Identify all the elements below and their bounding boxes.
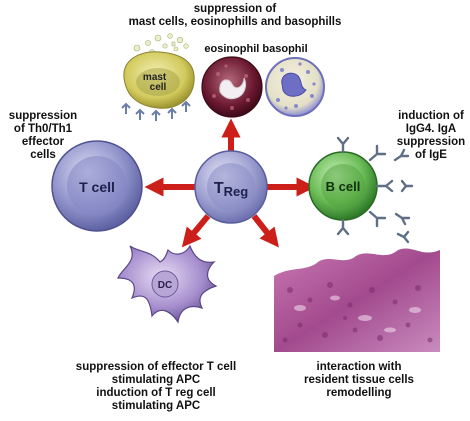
b-cell-label: B cell bbox=[326, 179, 361, 194]
treg-label: TReg bbox=[214, 180, 248, 199]
mast-receptors bbox=[121, 100, 191, 121]
dendritic-cell: DC bbox=[117, 244, 218, 324]
b-cell: B cell bbox=[308, 136, 414, 244]
arrow-down-right bbox=[251, 214, 279, 248]
tissue-image bbox=[274, 248, 440, 352]
dc-label: DC bbox=[158, 280, 172, 291]
left-label: suppression of Th0/Th1 effector cells bbox=[8, 110, 78, 161]
top-label: suppression of mast cells, eosinophills … bbox=[128, 3, 342, 28]
antibodies bbox=[336, 136, 414, 244]
basophil bbox=[265, 57, 325, 117]
treg-cell: TReg bbox=[194, 150, 268, 224]
arrow-down-left bbox=[181, 214, 211, 248]
mast-cell: mast cell bbox=[121, 33, 195, 121]
t-cell-label: T cell bbox=[79, 179, 115, 195]
eosinophil bbox=[201, 56, 263, 118]
bottom-right-label: interaction with resident tissue cells r… bbox=[304, 361, 414, 399]
right-label: induction of IgG4. IgA suppression of Ig… bbox=[396, 110, 466, 161]
mast-cell-label: mast cell bbox=[143, 72, 169, 93]
arrows bbox=[144, 118, 316, 248]
bottom-left-label: suppression of effector T cell stimulati… bbox=[75, 361, 237, 412]
eosinophil-basophil-label: eosinophil basophil bbox=[204, 43, 308, 55]
t-cell: T cell bbox=[51, 140, 143, 232]
